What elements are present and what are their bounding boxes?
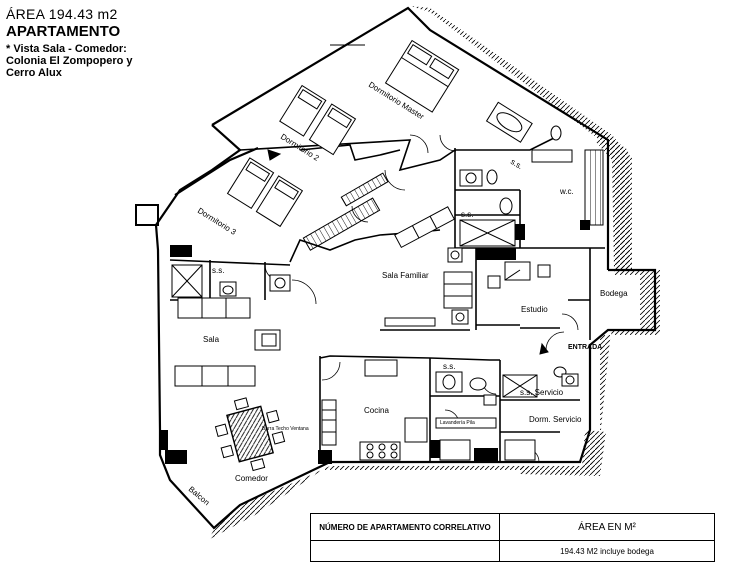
interior-walls (169, 134, 605, 462)
label-wc: w.c. (559, 187, 574, 196)
view-note: * Vista Sala - Comedor: Colonia El Zompo… (6, 43, 133, 79)
label-bodega: Bodega (600, 289, 628, 298)
view-note-line-2: Colonia El Zompopero y (6, 55, 133, 67)
table-header-area: ÁREA EN M² (499, 513, 715, 541)
table-header-row: NÚMERO DE APARTAMENTO CORRELATIVO ÁREA E… (310, 513, 715, 541)
table-row: 194.43 M2 incluye bodega (310, 540, 715, 562)
table-header-apartment-number: NÚMERO DE APARTAMENTO CORRELATIVO (310, 513, 500, 541)
plan-header: ÁREA 194.43 m2 APARTAMENTO * Vista Sala … (6, 6, 133, 79)
table-cell-area: 194.43 M2 incluye bodega (499, 540, 715, 562)
exterior-hatch-right (596, 130, 632, 270)
label-barra: Barra Techo Ventana (262, 426, 309, 432)
label-estudio: Estudio (521, 305, 548, 314)
label-dorm3: Dormitorio 3 (196, 206, 238, 237)
door-swings (264, 134, 579, 463)
label-cocina: Cocina (364, 406, 389, 415)
label-comedor: Comedor (235, 474, 268, 483)
label-sala-familiar: Sala Familiar (382, 271, 429, 280)
markers (267, 44, 549, 355)
info-table: NÚMERO DE APARTAMENTO CORRELATIVO ÁREA E… (310, 513, 715, 562)
label-entrada: ENTRADA (568, 344, 602, 351)
table-cell-apartment-number (310, 540, 500, 562)
label-ss-cocina: s.s. (443, 362, 455, 371)
label-sala: Sala (203, 335, 220, 344)
plan-title: APARTAMENTO (6, 23, 121, 40)
label-ss-master: s.s. (509, 157, 524, 171)
label-lavanderia: Lavandería Pila (440, 420, 475, 426)
exterior-hatch-bottom (520, 430, 606, 476)
label-ss-servicio: s.s. Servicio (520, 388, 564, 397)
label-ss-hall: s.s. (461, 210, 473, 219)
label-dorm-servicio: Dorm. Servicio (529, 415, 582, 424)
area-text: ÁREA 194.43 m2 (6, 6, 118, 22)
view-note-line-1: * Vista Sala - Comedor: (6, 43, 127, 55)
furniture (171, 39, 604, 472)
label-ss-left: s.s. (212, 266, 224, 275)
view-note-line-3: Cerro Alux (6, 67, 62, 79)
